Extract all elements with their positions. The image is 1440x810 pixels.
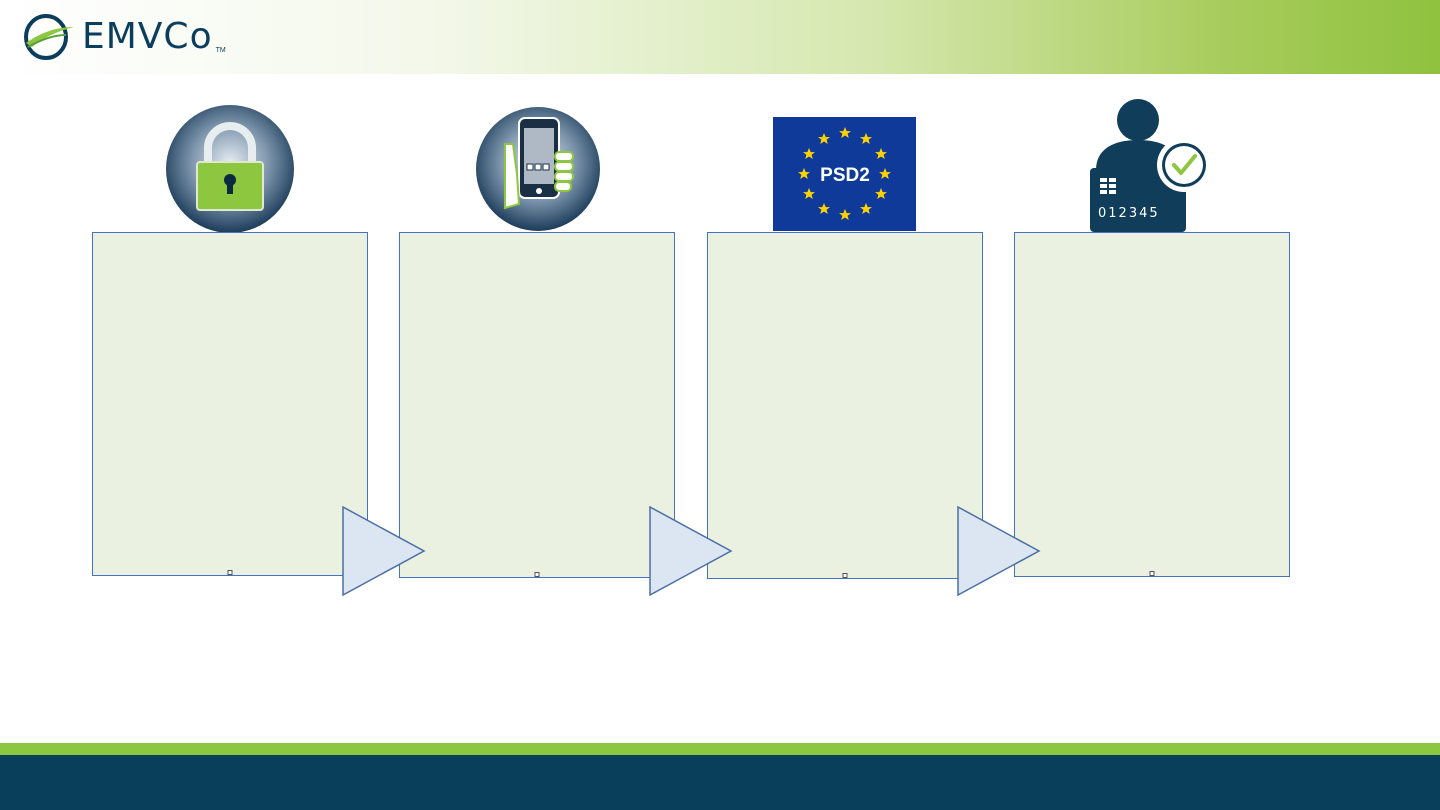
emvco-logo: EMVCo TM: [22, 12, 226, 62]
footer-accent-band: [0, 743, 1440, 755]
arrow-right-icon: [957, 505, 1041, 597]
step-card-2: [399, 232, 675, 578]
globe-swoosh-icon: [24, 14, 74, 60]
verified-user-card-icon: 012345: [1090, 99, 1211, 232]
lock-icon: [166, 105, 294, 233]
arrow-right-icon: [649, 505, 733, 597]
mobile-phone-icon: [476, 107, 600, 231]
card-number: 012345: [1098, 206, 1160, 221]
eu-flag-icon: PSD2: [773, 117, 916, 231]
resize-handle: [1149, 571, 1155, 576]
step-card-4: [1014, 232, 1290, 577]
brand-name: EMVCo: [82, 16, 213, 57]
trademark-symbol: TM: [215, 47, 226, 54]
step-card-1: [92, 232, 368, 576]
header-band: EMVCo TM: [0, 0, 1440, 74]
psd2-label: PSD2: [820, 165, 870, 186]
resize-handle: [534, 572, 540, 577]
footer-band: [0, 755, 1440, 810]
arrow-right-icon: [342, 505, 426, 597]
step-card-3: [707, 232, 983, 579]
resize-handle: [842, 573, 848, 578]
resize-handle: [227, 570, 233, 575]
